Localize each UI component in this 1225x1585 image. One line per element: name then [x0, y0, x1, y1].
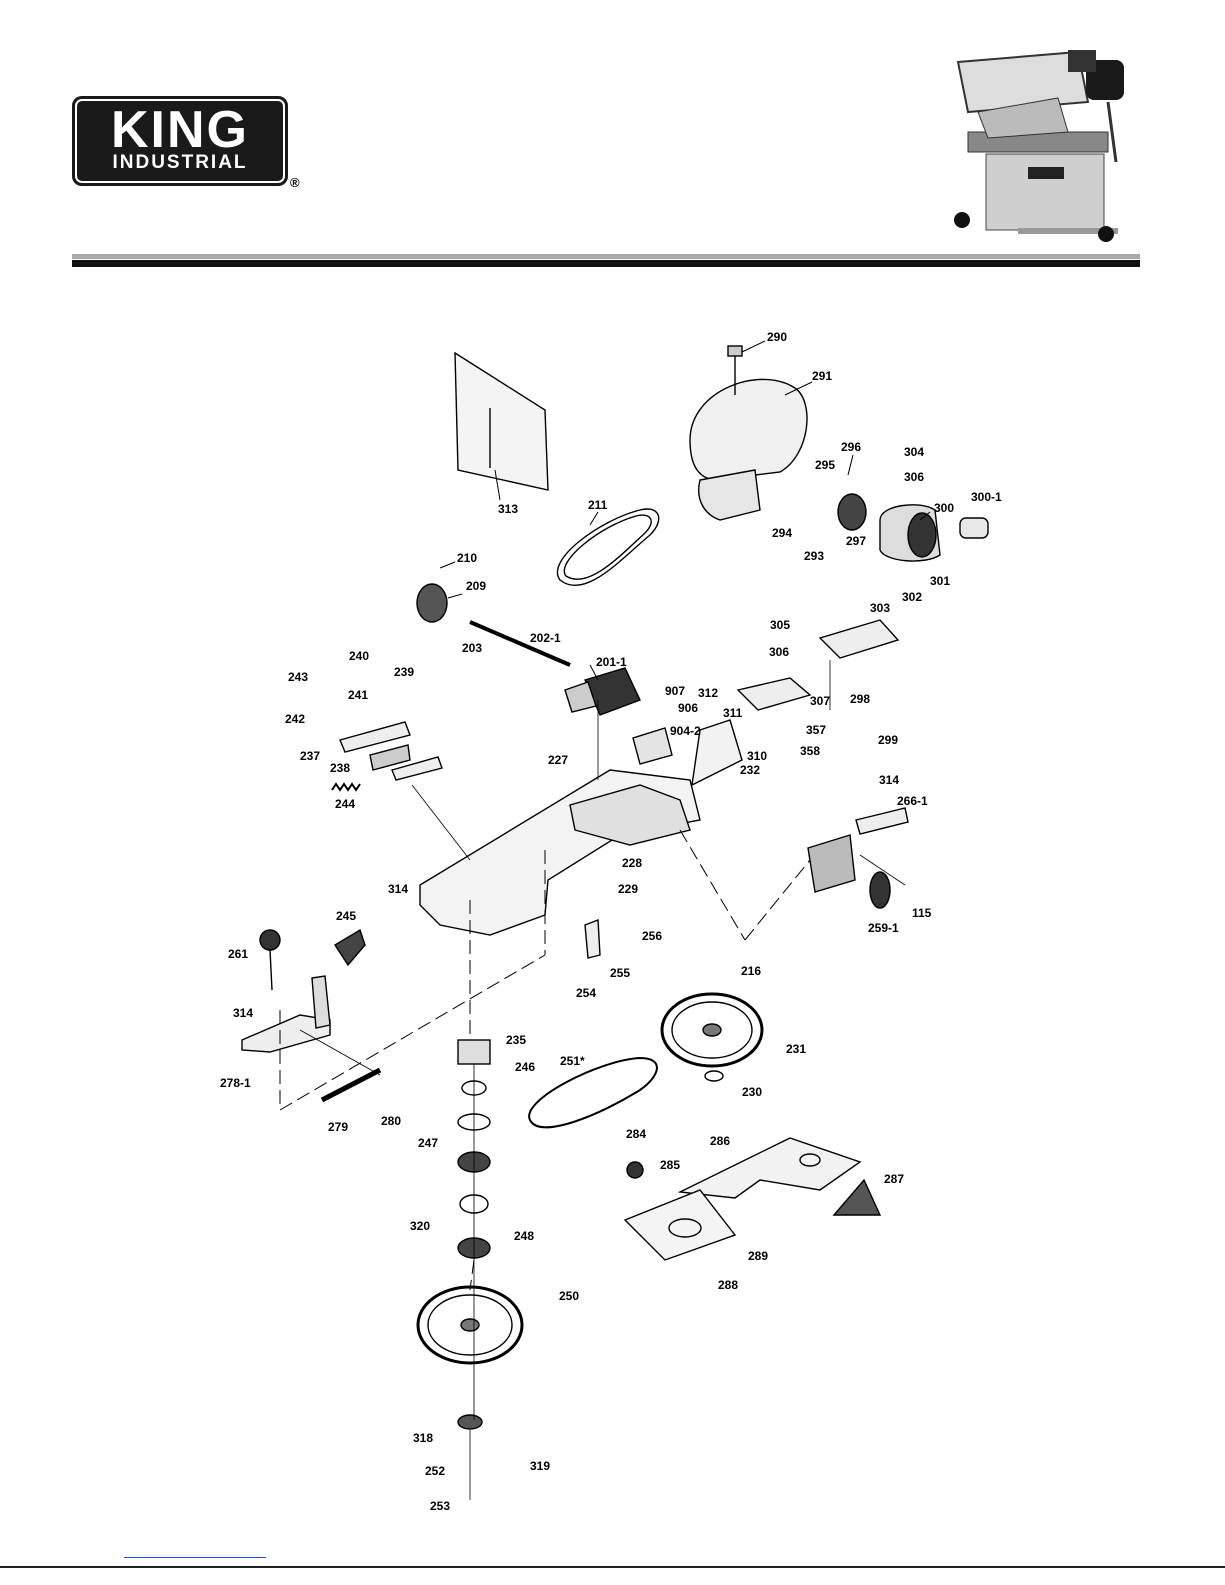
callout-261: 261 — [228, 947, 248, 961]
callout-314-b: 314 — [388, 882, 408, 896]
callout-297: 297 — [846, 534, 866, 548]
callout-228: 228 — [622, 856, 642, 870]
band-saw-product-image — [954, 50, 1124, 242]
callout-306-a: 306 — [904, 470, 924, 484]
callout-305: 305 — [770, 618, 790, 632]
callout-907: 907 — [665, 684, 685, 698]
callout-358: 358 — [800, 744, 820, 758]
callout-202-1: 202-1 — [530, 631, 561, 645]
callout-286: 286 — [710, 1134, 730, 1148]
callout-301: 301 — [930, 574, 950, 588]
callout-307: 307 — [810, 694, 830, 708]
callout-278-1: 278-1 — [220, 1076, 251, 1090]
callout-296: 296 — [841, 440, 861, 454]
callout-904-2: 904-2 — [670, 724, 701, 738]
callout-299: 299 — [878, 733, 898, 747]
callout-311: 311 — [723, 706, 743, 720]
callout-266-1: 266-1 — [897, 794, 928, 808]
callout-216: 216 — [741, 964, 761, 978]
callout-294: 294 — [772, 526, 792, 540]
callout-231: 231 — [786, 1042, 806, 1056]
callout-306-b: 306 — [769, 645, 789, 659]
callout-238: 238 — [330, 761, 350, 775]
callout-300-1: 300-1 — [971, 490, 1002, 504]
callout-246: 246 — [515, 1060, 535, 1074]
callout-279: 279 — [328, 1120, 348, 1134]
callout-295: 295 — [815, 458, 835, 472]
callout-230: 230 — [742, 1085, 762, 1099]
callout-229: 229 — [618, 882, 638, 896]
callout-240: 240 — [349, 649, 369, 663]
callout-259-1: 259-1 — [868, 921, 899, 935]
callout-298: 298 — [850, 692, 870, 706]
king-industrial-logo: KING INDUSTRIAL — [72, 96, 288, 186]
callout-245: 245 — [336, 909, 356, 923]
callout-313: 313 — [498, 502, 518, 516]
callout-250: 250 — [559, 1289, 579, 1303]
callout-210: 210 — [457, 551, 477, 565]
callout-241: 241 — [348, 688, 368, 702]
callout-312: 312 — [698, 686, 718, 700]
callout-243: 243 — [288, 670, 308, 684]
callout-280: 280 — [381, 1114, 401, 1128]
callout-318: 318 — [413, 1431, 433, 1445]
callout-285: 285 — [660, 1158, 680, 1172]
callout-242: 242 — [285, 712, 305, 726]
header-rule-gray — [72, 254, 1140, 259]
callout-289: 289 — [748, 1249, 768, 1263]
header-rule-black — [72, 260, 1140, 267]
callout-320: 320 — [410, 1219, 430, 1233]
callout-211: 211 — [588, 498, 608, 512]
callout-310: 310 — [747, 749, 767, 763]
callout-248: 248 — [514, 1229, 534, 1243]
exploded-parts-diagram: 290 291 313 296 304 295 306 300-1 211 30… — [220, 330, 1002, 1513]
callout-357: 357 — [806, 723, 826, 737]
callout-232: 232 — [740, 763, 760, 777]
logo-sub-text: INDUSTRIAL — [112, 152, 248, 173]
footer-rule — [0, 1566, 1225, 1568]
callout-253: 253 — [430, 1499, 450, 1513]
callout-201-1: 201-1 — [596, 655, 627, 669]
callout-227: 227 — [548, 753, 568, 767]
callout-256: 256 — [642, 929, 662, 943]
callout-303: 303 — [870, 601, 890, 615]
callout-302: 302 — [902, 590, 922, 604]
callout-237: 237 — [300, 749, 320, 763]
callout-203: 203 — [462, 641, 482, 655]
callout-244: 244 — [335, 797, 355, 811]
callout-290: 290 — [767, 330, 787, 344]
callout-314-c: 314 — [233, 1006, 253, 1020]
callout-209: 209 — [466, 579, 486, 593]
callout-291: 291 — [812, 369, 832, 383]
callout-115: 115 — [912, 906, 932, 920]
callout-239: 239 — [394, 665, 414, 679]
callout-284: 284 — [626, 1127, 646, 1141]
callout-314-a: 314 — [879, 773, 899, 787]
callout-304: 304 — [904, 445, 924, 459]
callout-293: 293 — [804, 549, 824, 563]
logo-main-text: KING — [111, 101, 249, 159]
callout-319: 319 — [530, 1459, 550, 1473]
callout-251: 251* — [560, 1054, 585, 1068]
callout-255: 255 — [610, 966, 630, 980]
callout-252: 252 — [425, 1464, 445, 1478]
callout-287: 287 — [884, 1172, 904, 1186]
callout-235: 235 — [506, 1033, 526, 1047]
callout-288: 288 — [718, 1278, 738, 1292]
callout-254: 254 — [576, 986, 596, 1000]
callout-300: 300 — [934, 501, 954, 515]
callout-247: 247 — [418, 1136, 438, 1150]
registered-mark: ® — [290, 175, 300, 190]
callout-906: 906 — [678, 701, 698, 715]
footer-link-underline[interactable] — [124, 1557, 266, 1558]
